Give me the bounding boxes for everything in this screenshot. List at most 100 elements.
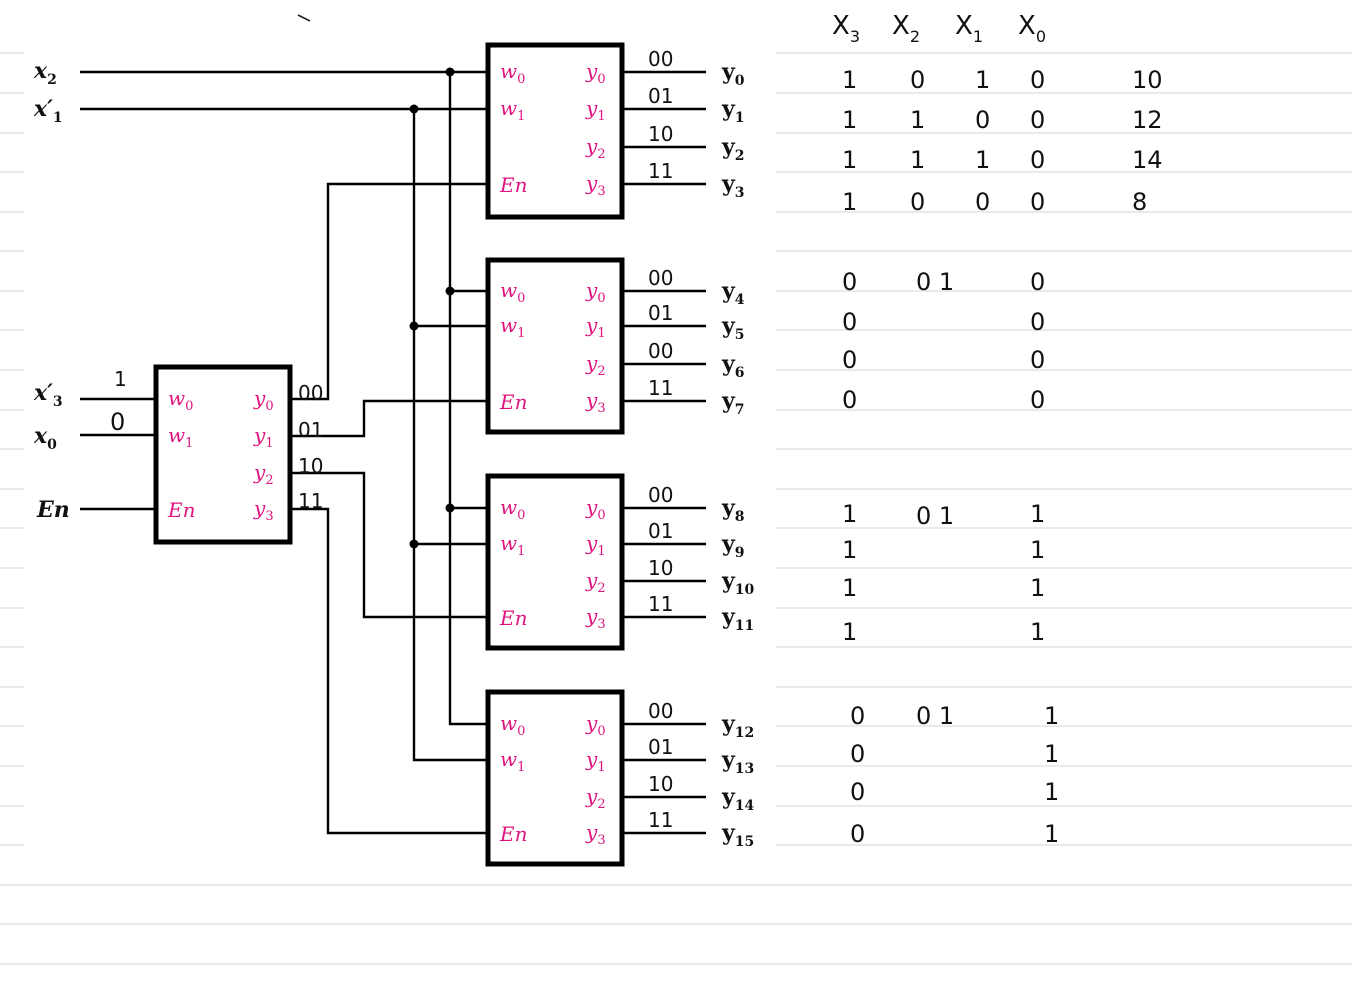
table-cell-x3: 1 xyxy=(842,106,857,134)
output-label-y15: y15 xyxy=(721,820,754,850)
decoder-stage1-body xyxy=(153,364,293,545)
pin-w0: w0 xyxy=(500,495,525,523)
table-cell-x3: 0 xyxy=(842,268,857,296)
output-code: 01 xyxy=(648,301,673,325)
table-cell-x3: 1 xyxy=(842,66,857,94)
table-cell-x0: 1 xyxy=(1030,574,1045,602)
table-cell-x2: 1 xyxy=(910,106,925,134)
output-label-y7: y7 xyxy=(721,388,745,418)
output-code: 00 xyxy=(648,483,673,507)
pin-w1: w1 xyxy=(500,747,525,775)
table-header: X3 xyxy=(832,11,860,46)
decoder-stage2-0-body xyxy=(485,42,625,220)
pin-y1: y1 xyxy=(585,747,606,775)
first-stage-code: 11 xyxy=(298,489,323,513)
wire-enable-0 xyxy=(290,182,488,401)
table-cell-x3: 1 xyxy=(842,536,857,564)
pin-y0: y0 xyxy=(585,278,606,306)
table-cell-x3: 0 xyxy=(842,346,857,374)
pin-y1: y1 xyxy=(253,423,274,451)
input-label-x0: x0 xyxy=(33,423,57,453)
output-label-y11: y11 xyxy=(721,604,754,634)
table-cell-x0: 0 xyxy=(1030,188,1045,216)
pin-en: En xyxy=(499,822,527,846)
decoder-stage2-1-body xyxy=(485,257,625,435)
table-cell-x0: 0 xyxy=(1030,386,1045,414)
wire-enable-1 xyxy=(290,399,488,438)
output-label-y13: y13 xyxy=(721,747,754,777)
output-label-y1: y1 xyxy=(721,96,745,126)
table-cell-dec: 12 xyxy=(1132,106,1163,134)
table-header: X2 xyxy=(892,11,920,46)
output-code: 00 xyxy=(648,266,673,290)
table-cell-x3: 0 xyxy=(850,740,865,768)
pin-y1: y1 xyxy=(585,313,606,341)
output-wires xyxy=(622,70,706,835)
decoder-stage2-2-body xyxy=(485,473,625,651)
pin-y3: y3 xyxy=(253,496,274,524)
table-cell-x3: 1 xyxy=(842,500,857,528)
pin-en: En xyxy=(499,606,527,630)
junction-dot xyxy=(409,539,419,549)
output-code: 11 xyxy=(648,376,673,400)
pin-w1: w1 xyxy=(500,313,525,341)
pin-en: En xyxy=(167,498,195,522)
pin-y3: y3 xyxy=(585,820,606,848)
table-cell-x0: 1 xyxy=(1030,618,1045,646)
pin-y0: y0 xyxy=(585,59,606,87)
output-code: 01 xyxy=(648,735,673,759)
notebook-ruled-lines xyxy=(0,52,1352,965)
table-cell-x3: 0 xyxy=(842,386,857,414)
pin-y3: y3 xyxy=(585,388,606,416)
table-cell-x3: 0 xyxy=(842,308,857,336)
table-cell-x2: 0 xyxy=(910,188,925,216)
table-cell-x3: 1 xyxy=(842,188,857,216)
table-cell-x0: 0 xyxy=(1030,146,1045,174)
junction-dot xyxy=(409,321,419,331)
output-label-y3: y3 xyxy=(721,171,745,201)
table-cell-dec: 10 xyxy=(1132,66,1163,94)
table-cell-x3: 0 xyxy=(850,820,865,848)
junction-dot xyxy=(445,503,455,513)
output-label-y14: y14 xyxy=(721,784,755,814)
table-cell-x3: 0 xyxy=(850,702,865,730)
pin-y1: y1 xyxy=(585,531,606,559)
bus-x2 xyxy=(448,72,488,726)
pin-y2: y2 xyxy=(585,134,606,162)
output-label-y8: y8 xyxy=(721,495,745,525)
wire-enable-3 xyxy=(290,507,488,835)
output-code: 00 xyxy=(648,699,673,723)
table-cell-x2x1: 0 1 xyxy=(916,268,954,296)
decoder-stage2-3-body xyxy=(485,689,625,867)
pin-y1: y1 xyxy=(585,96,606,124)
junction-dot xyxy=(445,286,455,296)
output-label-y2: y2 xyxy=(721,134,745,164)
output-code: 10 xyxy=(648,122,673,146)
table-cell-x2: 1 xyxy=(910,146,925,174)
table-cell-x0: 0 xyxy=(1030,66,1045,94)
output-label-y4: y4 xyxy=(721,278,745,308)
table-cell-x0: 1 xyxy=(1030,536,1045,564)
table-cell-x0: 1 xyxy=(1044,820,1059,848)
pin-y0: y0 xyxy=(253,386,274,414)
output-code: 11 xyxy=(648,159,673,183)
first-stage-code: 00 xyxy=(298,381,323,405)
table-cell-dec: 14 xyxy=(1132,146,1163,174)
output-code: 10 xyxy=(648,556,673,580)
table-cell-x0: 0 xyxy=(1030,308,1045,336)
pin-en: En xyxy=(499,390,527,414)
output-code: 11 xyxy=(648,592,673,616)
output-label-y10: y10 xyxy=(721,568,755,598)
pin-y0: y0 xyxy=(585,495,606,523)
output-label-y5: y5 xyxy=(721,313,745,343)
pin-y2: y2 xyxy=(585,568,606,596)
output-label-y0: y0 xyxy=(721,59,745,89)
pen-stroke xyxy=(297,14,311,22)
pin-en: En xyxy=(499,173,527,197)
